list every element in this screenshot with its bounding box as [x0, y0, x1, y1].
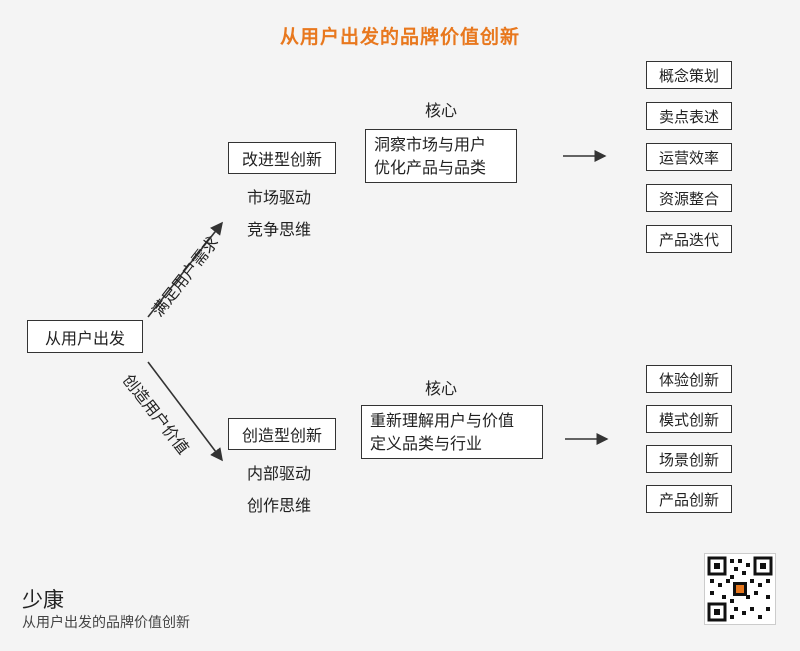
- lower-type-node: 创造型创新: [228, 418, 336, 450]
- lower-core-node: 重新理解用户与价值 定义品类与行业: [361, 405, 543, 459]
- root-node: 从用户出发: [27, 320, 143, 353]
- upper-outcome-3: 运营效率: [646, 143, 732, 171]
- arrow-lower-branch: [147, 361, 223, 462]
- lower-core-label: 核心: [425, 379, 458, 398]
- upper-core-node: 洞察市场与用户 优化产品与品类: [365, 129, 517, 183]
- lower-type-label: 创造型创新: [241, 426, 322, 445]
- author-subtitle: 从用户出发的品牌价值创新: [22, 615, 190, 631]
- qr-code-icon: [704, 553, 776, 625]
- lower-outcome-4-label: 产品创新: [658, 490, 719, 509]
- lower-driver-1: 内部驱动: [247, 464, 312, 483]
- upper-type-label: 改进型创新: [241, 150, 322, 169]
- diagram-title: 从用户出发的品牌价值创新: [279, 26, 520, 48]
- upper-outcome-3-label: 运营效率: [658, 148, 719, 167]
- lower-outcome-2: 模式创新: [646, 405, 732, 433]
- lower-outcome-3-label: 场景创新: [658, 450, 719, 469]
- upper-outcome-5-label: 产品迭代: [658, 230, 719, 249]
- arrow-upper-branch: [147, 221, 223, 318]
- lower-core-line-2: 定义品类与行业: [370, 434, 483, 453]
- upper-type-node: 改进型创新: [228, 142, 336, 174]
- lower-outcome-3: 场景创新: [646, 445, 732, 473]
- lower-outcome-1-label: 体验创新: [658, 370, 719, 389]
- author-name: 少康: [22, 588, 64, 612]
- upper-outcome-1: 概念策划: [646, 61, 732, 89]
- lower-outcome-1: 体验创新: [646, 365, 732, 393]
- upper-outcome-4-label: 资源整合: [658, 189, 719, 208]
- upper-outcome-2: 卖点表述: [646, 102, 732, 130]
- upper-outcome-4: 资源整合: [646, 184, 732, 212]
- root-label: 从用户出发: [44, 328, 125, 348]
- upper-drivers: 市场驱动 竞争思维: [247, 182, 311, 246]
- qr-code-graphic: [707, 556, 773, 622]
- upper-core-line-1: 洞察市场与用户: [374, 135, 487, 154]
- upper-core-label: 核心: [425, 101, 458, 120]
- upper-core-line-2: 优化产品与品类: [374, 158, 487, 177]
- upper-outcome-2-label: 卖点表述: [658, 107, 719, 126]
- lower-outcome-4: 产品创新: [646, 485, 732, 513]
- lower-driver-2: 创作思维: [247, 496, 312, 515]
- lower-drivers: 内部驱动 创作思维: [247, 458, 311, 522]
- upper-outcome-5: 产品迭代: [646, 225, 732, 253]
- upper-outcome-1-label: 概念策划: [658, 66, 719, 85]
- lower-core-line-1: 重新理解用户与价值: [370, 411, 515, 430]
- lower-outcome-2-label: 模式创新: [658, 410, 719, 429]
- upper-driver-1: 市场驱动: [247, 188, 312, 207]
- upper-driver-2: 竞争思维: [247, 220, 312, 239]
